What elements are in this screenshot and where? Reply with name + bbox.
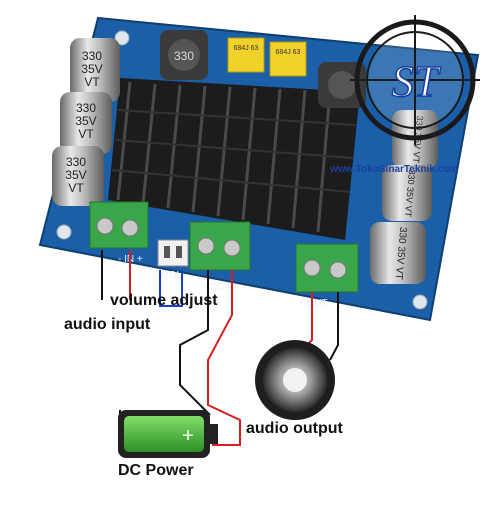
capacitor-left-2: 330 35V VT (60, 92, 112, 154)
mount-hole (412, 294, 428, 310)
svg-text:35V: 35V (65, 168, 86, 182)
svg-text:330 35V VT: 330 35V VT (403, 169, 417, 218)
wire-vcc-red (207, 270, 241, 446)
svg-text:35V: 35V (75, 114, 96, 128)
terminal-block-output (295, 243, 359, 293)
svg-text:684J 63: 684J 63 (234, 45, 259, 52)
heatsink (108, 78, 360, 240)
label-audio-input: audio input (64, 316, 151, 333)
inductor-label: 330 (174, 49, 194, 63)
speaker-icon (255, 340, 335, 420)
label-dc-power: DC Power (118, 462, 194, 479)
label-volume-adjust: volume adjust (110, 292, 218, 309)
film-capacitor: 684J 63 (227, 37, 265, 73)
wire-out-black (329, 292, 339, 361)
svg-text:ST: ST (392, 57, 442, 106)
mount-hole (114, 30, 130, 46)
svg-text:330: 330 (76, 101, 96, 115)
film-capacitor: 684J 63 (269, 41, 307, 77)
silk-vcc: -VCC + (200, 282, 233, 293)
volume-connector (157, 239, 189, 267)
inductor (318, 62, 366, 108)
mount-hole (56, 224, 72, 240)
wire-vcc-black (179, 270, 211, 416)
watermark-site: www.TokoSinarTeknik.com (329, 164, 458, 175)
svg-text:+: + (182, 425, 194, 447)
battery-icon: + (118, 410, 218, 458)
capacitor-left-1: 330 35V VT (70, 38, 120, 102)
inductor: 330 (160, 30, 208, 80)
capacitor-left-3: 330 35V VT (52, 146, 104, 206)
silk-out: + OUT - (298, 298, 334, 309)
silk-vol: VOL (162, 270, 182, 281)
capacitor-right-3: 330 35V VT (370, 222, 426, 284)
svg-text:330: 330 (66, 155, 86, 169)
svg-text:35V: 35V (81, 62, 102, 76)
svg-text:330: 330 (82, 49, 102, 63)
svg-text:330 35V VT: 330 35V VT (393, 226, 409, 280)
svg-text:VT: VT (68, 181, 84, 195)
terminal-block-vcc (189, 221, 251, 271)
wire-volume-blue (159, 270, 183, 307)
watermark-logo: ST (350, 15, 480, 145)
svg-text:VT: VT (84, 75, 100, 89)
terminal-block-input (89, 201, 149, 249)
svg-text:VT: VT (78, 127, 94, 141)
label-audio-output: audio output (246, 420, 343, 437)
svg-text:684J 63: 684J 63 (276, 49, 301, 56)
capacitor-right-2: 330 35V VT (382, 165, 432, 221)
